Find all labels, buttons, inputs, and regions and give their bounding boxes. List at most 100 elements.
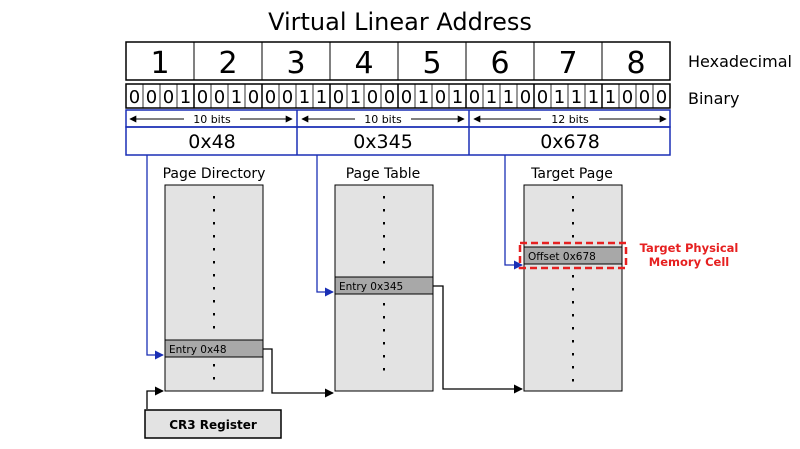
ellipsis-dot bbox=[572, 196, 574, 199]
binary-digit: 0 bbox=[333, 87, 344, 108]
binary-digit: 0 bbox=[265, 87, 276, 108]
binary-digit: 0 bbox=[282, 87, 293, 108]
field-value-row-frame bbox=[125, 126, 671, 156]
ellipsis-dot bbox=[213, 377, 215, 380]
target-page-entry-label: Offset 0x678 bbox=[528, 251, 596, 263]
binary-digit: 1 bbox=[180, 87, 191, 108]
ellipsis-dot bbox=[213, 196, 215, 199]
hex-digit: 2 bbox=[218, 46, 237, 81]
bit-span-label-bg-2 bbox=[355, 112, 411, 125]
binary-digit: 0 bbox=[384, 87, 395, 108]
target-label-line-2: Memory Cell bbox=[649, 255, 729, 269]
ellipsis-dot bbox=[213, 287, 215, 290]
page-directory-title: Page Directory bbox=[163, 166, 266, 182]
ellipsis-dot bbox=[213, 274, 215, 277]
binary-digit: 1 bbox=[554, 87, 565, 108]
binary-digit: 0 bbox=[639, 87, 650, 108]
binary-digit: 1 bbox=[452, 87, 463, 108]
binary-label: Binary bbox=[688, 89, 739, 108]
ellipsis-dot bbox=[383, 261, 385, 264]
page-table-title: Page Table bbox=[346, 166, 421, 182]
page-table-dots-upper bbox=[383, 196, 385, 264]
hex-digit: 1 bbox=[150, 46, 169, 81]
binary-digit: 1 bbox=[418, 87, 429, 108]
cr3-register-box bbox=[144, 409, 282, 439]
binary-digit: 0 bbox=[469, 87, 480, 108]
ellipsis-dot bbox=[213, 300, 215, 303]
ellipsis-dot bbox=[213, 313, 215, 316]
hex-digit: 8 bbox=[626, 46, 645, 81]
binary-digit: 1 bbox=[350, 87, 361, 108]
target-page-entry bbox=[523, 246, 623, 265]
target-page-dots-lower bbox=[572, 275, 574, 382]
binary-digit: 0 bbox=[197, 87, 208, 108]
binary-digit: 0 bbox=[214, 87, 225, 108]
ellipsis-dot bbox=[383, 329, 385, 332]
directory-index-arrow bbox=[146, 155, 164, 360]
offset-index-arrow bbox=[504, 155, 523, 270]
binary-digit: 1 bbox=[231, 87, 242, 108]
cr3-register-label: CR3 Register bbox=[169, 418, 257, 432]
ellipsis-dot bbox=[383, 248, 385, 251]
ellipsis-dot bbox=[383, 222, 385, 225]
bit-span-label-1: 10 bits bbox=[193, 113, 231, 126]
ellipsis-dot bbox=[572, 222, 574, 225]
bit-span-label-bg-1 bbox=[184, 112, 240, 125]
hex-digit: 6 bbox=[490, 46, 509, 81]
binary-digit: 0 bbox=[163, 87, 174, 108]
bit-span-label-2: 10 bits bbox=[364, 113, 402, 126]
cr3-to-directory-arrow bbox=[146, 386, 164, 409]
ellipsis-dot bbox=[572, 353, 574, 356]
ellipsis-dot bbox=[383, 209, 385, 212]
binary-digit: 0 bbox=[248, 87, 259, 108]
directory-to-table-arrow bbox=[263, 348, 334, 398]
ellipsis-dot bbox=[572, 314, 574, 317]
ellipsis-dot bbox=[213, 235, 215, 238]
binary-digit: 1 bbox=[588, 87, 599, 108]
field-value-table: 0x345 bbox=[353, 131, 413, 153]
ellipsis-dot bbox=[213, 364, 215, 367]
bit-span-label-bg-3 bbox=[541, 112, 599, 125]
page-directory-dots-upper bbox=[213, 196, 215, 329]
ellipsis-dot bbox=[572, 235, 574, 238]
field-value-directory: 0x48 bbox=[188, 131, 236, 153]
ellipsis-dot bbox=[383, 235, 385, 238]
page-directory-dots-lower bbox=[213, 364, 215, 380]
ellipsis-dot bbox=[572, 340, 574, 343]
binary-digit: 0 bbox=[622, 87, 633, 108]
ellipsis-dot bbox=[572, 366, 574, 369]
ellipsis-dot bbox=[572, 209, 574, 212]
ellipsis-dot bbox=[572, 301, 574, 304]
ellipsis-dot bbox=[213, 209, 215, 212]
binary-digit: 0 bbox=[656, 87, 667, 108]
ellipsis-dot bbox=[572, 379, 574, 382]
binary-digit: 0 bbox=[537, 87, 548, 108]
target-page-dots-upper bbox=[572, 196, 574, 238]
binary-digit: 1 bbox=[605, 87, 616, 108]
bit-span-label-3: 12 bits bbox=[551, 113, 589, 126]
binary-digit: 1 bbox=[571, 87, 582, 108]
target-label-line-1: Target Physical bbox=[640, 241, 739, 255]
hex-digit: 7 bbox=[558, 46, 577, 81]
ellipsis-dot bbox=[213, 261, 215, 264]
hex-digit: 5 bbox=[422, 46, 441, 81]
ellipsis-dot bbox=[213, 248, 215, 251]
binary-digit: 0 bbox=[520, 87, 531, 108]
ellipsis-dot bbox=[383, 196, 385, 199]
ellipsis-dot bbox=[383, 303, 385, 306]
hex-label: Hexadecimal bbox=[688, 52, 792, 71]
binary-digit: 1 bbox=[299, 87, 310, 108]
binary-digit: 0 bbox=[129, 87, 140, 108]
binary-digit: 1 bbox=[316, 87, 327, 108]
page-table-dots-lower bbox=[383, 303, 385, 371]
diagram-title: Virtual Linear Address bbox=[268, 8, 532, 36]
ellipsis-dot bbox=[213, 222, 215, 225]
binary-digit: 0 bbox=[401, 87, 412, 108]
ellipsis-dot bbox=[383, 368, 385, 371]
ellipsis-dot bbox=[383, 316, 385, 319]
page-table-entry-label: Entry 0x345 bbox=[339, 281, 403, 293]
